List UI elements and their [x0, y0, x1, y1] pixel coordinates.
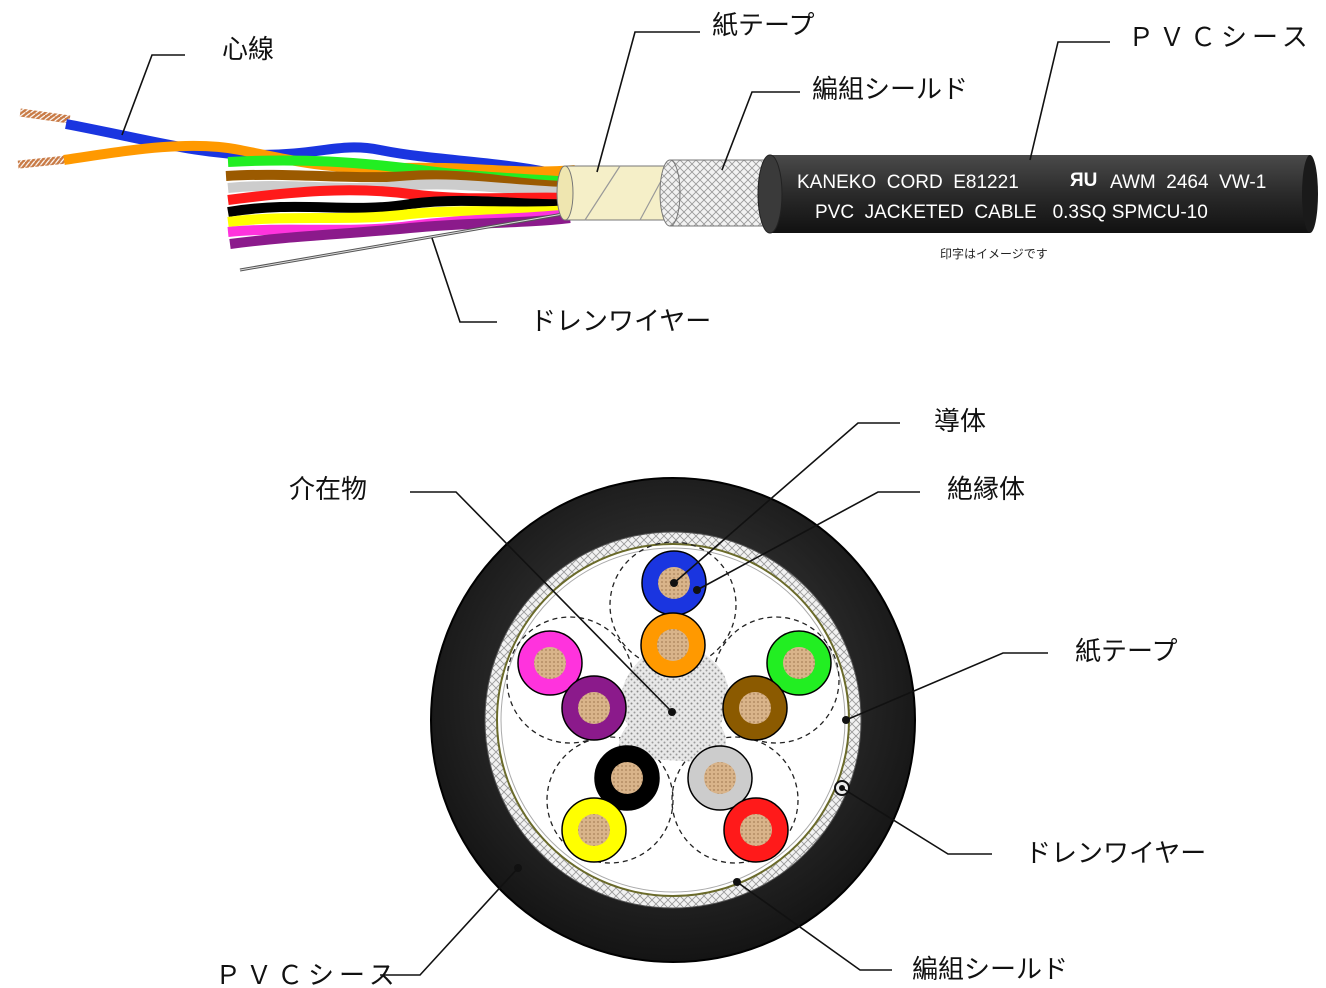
- wire-black: [227, 195, 571, 217]
- label-drain-top: ドレンワイヤー: [530, 307, 711, 337]
- label-conductor: 導体: [934, 407, 986, 437]
- sheath-print-line1a: KANEKO CORD E81221: [797, 172, 1019, 193]
- leader-conductor: [673, 422, 900, 584]
- label-braid-bottom: 編組シールド: [912, 955, 1068, 985]
- leader-drain-right: [841, 787, 992, 855]
- wire-red: [227, 185, 571, 205]
- label-core: 心線: [222, 35, 274, 65]
- paper-tape-segment: [564, 165, 676, 221]
- core-black: [594, 745, 660, 811]
- wire-gray: [227, 179, 571, 197]
- core-red: [723, 797, 789, 863]
- side-view: KANEKO CORD E81221 ЯU AWM 2464 VW-1 PVC …: [17, 11, 1318, 337]
- leader-sheath-bottom: [380, 867, 519, 976]
- wire-yellow: [227, 205, 571, 227]
- label-braid-top: 編組シールド: [812, 75, 968, 105]
- core-green: [766, 630, 832, 696]
- leader-braid-top: [721, 91, 800, 171]
- label-sheath-bottom: ＰＶＣシース: [215, 961, 400, 988]
- wire-brown: [225, 169, 571, 191]
- conductor-tip-orange: [17, 155, 69, 169]
- conductor-tip-blue: [19, 108, 71, 124]
- label-sheath-top: ＰＶＣシース: [1128, 23, 1313, 53]
- leader-core: [121, 54, 185, 136]
- leader-filler: [410, 491, 673, 713]
- label-paper-tape-top: 紙テープ: [712, 11, 814, 41]
- core-pink: [517, 630, 583, 696]
- label-insulation: 絶縁体: [947, 475, 1025, 505]
- sheath-print-line2: PVC JACKETED CABLE 0.3SQ SPMCU-10: [815, 202, 1208, 223]
- label-paper-tape-right: 紙テープ: [1075, 637, 1177, 667]
- core-orange: [640, 612, 706, 678]
- ul-mark-icon: ЯU: [1070, 170, 1097, 191]
- label-drain-right: ドレンワイヤー: [1025, 839, 1206, 869]
- leader-paper-tape-right: [845, 652, 1048, 721]
- cross-section: 導体 絶縁体 介在物 紙テープ ドレンワイヤー ＰＶＣシース 編組シールド: [215, 407, 1206, 988]
- leader-paper-tape-top: [596, 31, 700, 173]
- core-brown: [722, 675, 788, 741]
- sheath-print-line1b: AWM 2464 VW-1: [1110, 172, 1266, 193]
- leader-braid-bottom: [736, 881, 892, 971]
- leader-sheath-top: [1029, 41, 1110, 161]
- leader-insulation: [696, 491, 920, 591]
- core-yellow: [561, 797, 627, 863]
- print-note: 印字はイメージです: [940, 246, 1048, 261]
- leader-drain-top: [431, 237, 497, 323]
- pvc-sheath-segment: [770, 155, 1310, 233]
- core-gray: [687, 745, 753, 811]
- filler: [618, 645, 729, 764]
- core-purple: [561, 675, 627, 741]
- label-filler: 介在物: [289, 475, 367, 505]
